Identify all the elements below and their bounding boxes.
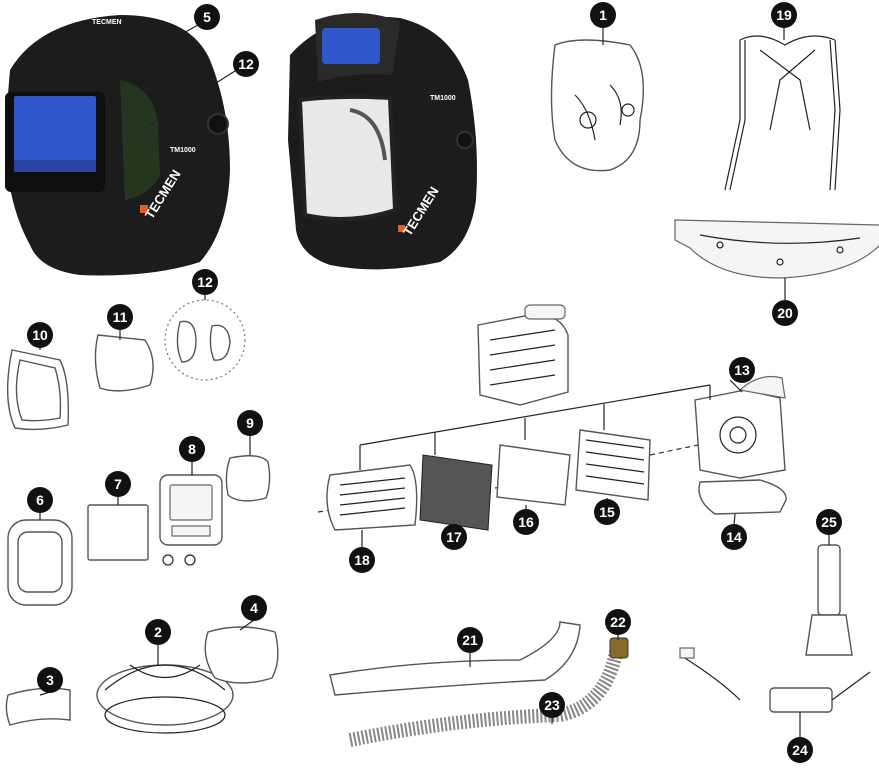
svg-text:23: 23 bbox=[544, 697, 560, 713]
svg-text:3: 3 bbox=[46, 672, 54, 688]
airflow-indicator-icon bbox=[805, 535, 853, 656]
papr-blower-icon bbox=[694, 375, 786, 479]
battery-icon bbox=[698, 479, 787, 515]
svg-text:12: 12 bbox=[197, 274, 213, 290]
crown-pad-icon bbox=[204, 626, 279, 684]
outer-cover-lens-icon bbox=[87, 504, 149, 561]
callout-badge-11: 11 bbox=[107, 304, 133, 330]
callout-badge-7: 7 bbox=[105, 471, 131, 497]
side-window-lenses-icon bbox=[164, 299, 246, 381]
callout-badge-25: 25 bbox=[816, 509, 842, 535]
hose-connector-icon bbox=[609, 637, 629, 659]
callout-badge-14: 14 bbox=[721, 524, 747, 550]
callout-badge-17: 17 bbox=[441, 524, 467, 550]
svg-text:15: 15 bbox=[599, 504, 615, 520]
auto-darkening-lens bbox=[14, 96, 96, 172]
svg-text:16: 16 bbox=[518, 514, 534, 530]
grinding-shield-icon bbox=[6, 349, 69, 431]
spark-arrestor-icon bbox=[419, 454, 493, 531]
svg-text:17: 17 bbox=[446, 529, 462, 545]
callout-badge-12-lenses: 12 bbox=[192, 269, 218, 295]
callout-badge-13: 13 bbox=[729, 357, 755, 383]
bib-icon bbox=[550, 39, 645, 172]
svg-text:4: 4 bbox=[250, 600, 258, 616]
hose-cover-icon bbox=[329, 621, 581, 696]
svg-text:10: 10 bbox=[32, 327, 48, 343]
callout-badge-22: 22 bbox=[605, 609, 631, 635]
callout-badge-16: 16 bbox=[513, 509, 539, 535]
callout-badge-1: 1 bbox=[590, 2, 616, 28]
callout-badge-19: 19 bbox=[771, 2, 797, 28]
callout-badge-15: 15 bbox=[594, 499, 620, 525]
callout-badge-20: 20 bbox=[772, 300, 798, 326]
breathing-hose-icon bbox=[348, 639, 625, 747]
callout-badge-2: 2 bbox=[145, 619, 171, 645]
inner-cover-lens-icon bbox=[225, 455, 271, 502]
helmet-front-view: TECMEN TM1000 TECMEN bbox=[5, 15, 230, 276]
callout-badge-6: 6 bbox=[27, 487, 53, 513]
filter-cover-icon bbox=[326, 464, 418, 531]
svg-text:20: 20 bbox=[777, 305, 793, 321]
callout-badge-8: 8 bbox=[179, 436, 205, 462]
svg-text:21: 21 bbox=[462, 632, 478, 648]
svg-text:18: 18 bbox=[354, 552, 370, 568]
svg-text:12: 12 bbox=[238, 56, 254, 72]
svg-text:11: 11 bbox=[113, 309, 128, 325]
pre-filter-icon bbox=[496, 444, 571, 506]
callout-badge-23: 23 bbox=[539, 692, 565, 718]
filter-housing-icon bbox=[477, 304, 569, 406]
shoulder-harness-icon bbox=[724, 35, 841, 191]
grinding-lens-icon bbox=[94, 334, 154, 392]
helmet2-model-text: TM1000 bbox=[430, 95, 456, 102]
callout-badge-12-helmet: 12 bbox=[233, 51, 259, 77]
svg-text:1: 1 bbox=[599, 7, 607, 23]
helmet-model-text: TM1000 bbox=[170, 147, 196, 154]
svg-text:24: 24 bbox=[792, 742, 808, 758]
callout-badge-3: 3 bbox=[37, 667, 63, 693]
svg-text:14: 14 bbox=[726, 529, 742, 545]
svg-text:25: 25 bbox=[821, 514, 837, 530]
callout-badge-4: 4 bbox=[241, 595, 267, 621]
sweatband-icon bbox=[5, 687, 71, 726]
svg-text:5: 5 bbox=[203, 9, 211, 25]
callout-badge-5: 5 bbox=[194, 4, 220, 30]
callout-badge-9: 9 bbox=[237, 410, 263, 436]
charger-icon bbox=[679, 647, 871, 713]
svg-text:8: 8 bbox=[188, 441, 196, 457]
svg-text:2: 2 bbox=[154, 624, 162, 640]
carbon-filter-icon bbox=[575, 429, 651, 501]
callout-badge-10: 10 bbox=[27, 322, 53, 348]
belt-icon bbox=[674, 219, 879, 279]
svg-text:7: 7 bbox=[114, 476, 122, 492]
svg-text:19: 19 bbox=[776, 7, 792, 23]
callout-badge-21: 21 bbox=[457, 627, 483, 653]
svg-text:6: 6 bbox=[36, 492, 44, 508]
helmet-top-brand: TECMEN bbox=[92, 19, 122, 26]
front-frame-icon bbox=[7, 519, 73, 606]
callout-badge-18: 18 bbox=[349, 547, 375, 573]
headgear-icon bbox=[96, 664, 234, 734]
svg-text:22: 22 bbox=[610, 614, 626, 630]
svg-text:13: 13 bbox=[734, 362, 750, 378]
callout-badge-24: 24 bbox=[787, 737, 813, 763]
helmet-flip-up-view: TECMEN TM1000 bbox=[288, 12, 477, 270]
svg-text:9: 9 bbox=[246, 415, 254, 431]
adf-cartridge-icon bbox=[159, 474, 223, 566]
